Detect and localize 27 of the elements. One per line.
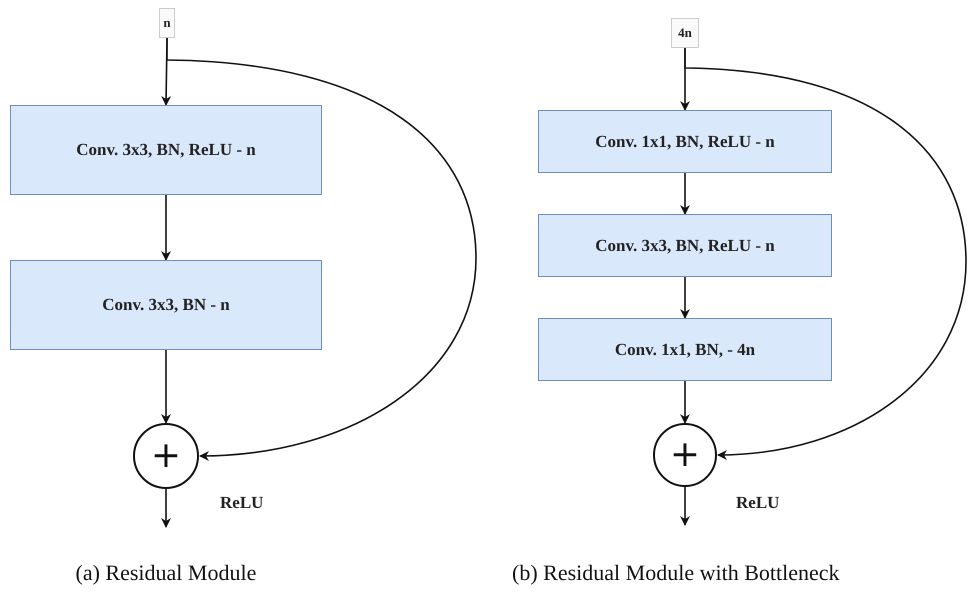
process-box xyxy=(10,260,322,350)
activation-label: ReLU xyxy=(736,493,780,513)
process-box xyxy=(10,105,322,195)
arrow xyxy=(680,381,690,424)
sum-circle: + xyxy=(653,423,717,487)
skip-connection-arrow xyxy=(684,48,967,460)
subfigure-caption: (b) Residual Module with Bottleneck xyxy=(512,560,840,586)
sum-circle: + xyxy=(133,423,199,489)
skip-connection-arrow xyxy=(166,38,477,461)
arrow xyxy=(680,277,690,319)
box-label: Conv. 1x1, BN, - 4n xyxy=(614,340,756,360)
activation-label: ReLU xyxy=(220,493,264,513)
arrow xyxy=(161,350,171,424)
box-label: Conv. 3x3, BN, ReLU - n xyxy=(595,236,775,256)
process-box xyxy=(538,110,832,173)
input-label: 4n xyxy=(671,18,699,48)
box-label: Conv. 3x3, BN, ReLU - n xyxy=(76,140,256,160)
arrow xyxy=(680,487,690,526)
subfigure-caption: (a) Residual Module xyxy=(76,560,256,586)
process-box xyxy=(538,214,832,277)
arrow xyxy=(161,195,171,261)
arrow xyxy=(161,489,171,528)
box-label: Conv. 1x1, BN, ReLU - n xyxy=(595,132,775,152)
box-label: Conv. 3x3, BN - n xyxy=(102,295,230,315)
arrow xyxy=(680,173,690,215)
process-box xyxy=(538,318,832,381)
input-label: n xyxy=(159,8,175,38)
